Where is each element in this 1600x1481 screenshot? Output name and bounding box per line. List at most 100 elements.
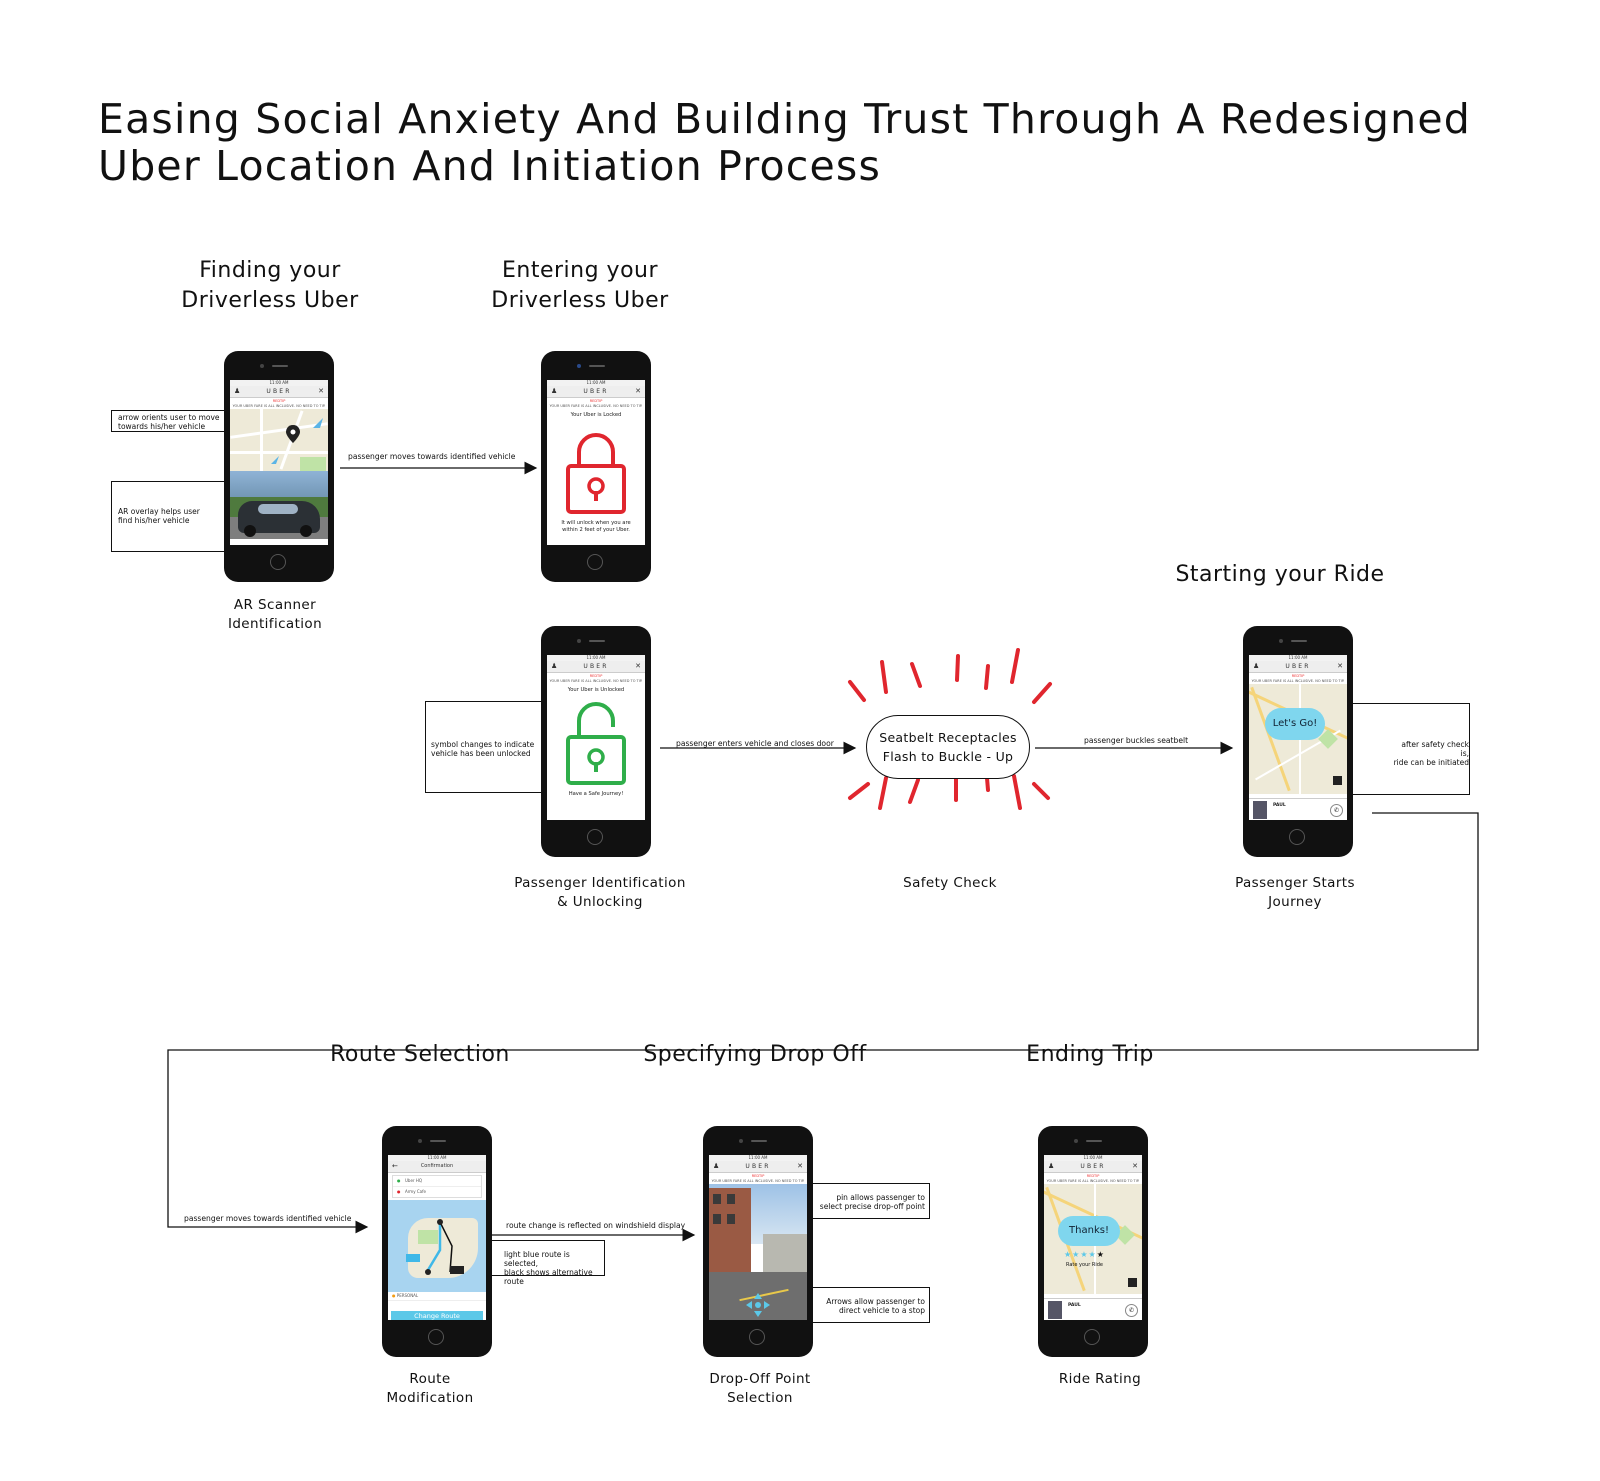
user-icon[interactable]: ♟ [1048,1162,1055,1170]
note-ar-overlay: AR overlay helps user find his/her vehic… [118,507,200,525]
user-icon[interactable]: ♟ [551,662,558,670]
camera [739,1139,743,1143]
promo-text: YOUR UBER FARE IS ALL INCLUSIVE. NO NEED… [232,403,326,408]
flow-label-5: route change is reflected on windshield … [506,1221,686,1230]
close-icon[interactable]: ✕ [1337,662,1343,670]
back-icon[interactable]: ← [392,1162,398,1170]
brand-label: UBER [1080,1163,1106,1170]
map-view[interactable]: Thanks! ★★★★★ Rate your Ride [1044,1184,1142,1294]
ride-type-row[interactable]: ● PERSONAL [388,1292,486,1301]
driver-name: PAUL [1273,803,1286,808]
uber-header: ♟UBER✕ [547,386,645,398]
unlock-hint: It will unlock when you are within 2 fee… [561,520,631,533]
phone-call-icon[interactable]: ✆ [1330,804,1343,817]
change-route-button[interactable]: Change Route [391,1311,483,1320]
driver-name: PAUL [1068,1303,1081,1308]
route-map[interactable] [388,1200,486,1292]
note-arrows-allow: Arrows allow passenger to direct vehicle… [826,1297,925,1315]
thanks-bubble: Thanks! [1058,1216,1120,1246]
promo-label: REDTIP [751,1174,765,1178]
section-route: Route Selection [330,1042,510,1067]
destination-field[interactable]: ●Army Cafe [397,1189,426,1194]
note-arrow-orients: arrow orients user to move towards his/h… [118,413,220,431]
avatar [1048,1301,1062,1319]
flow-label-2: passenger enters vehicle and closes door [676,739,834,748]
user-icon[interactable]: ♟ [234,387,241,395]
avatar [1253,801,1267,819]
caption-route-mod: Route Modification [386,1371,474,1406]
uber-header: ♟ UBER ✕ [1044,1161,1142,1173]
nav-icon[interactable] [1333,776,1342,785]
status-bar: 11:00 AM [547,655,645,661]
section-entering: Entering your Driverless Uber [491,258,669,313]
home-button[interactable] [749,1329,765,1345]
origin-field[interactable]: ●Uber HQ [393,1176,481,1187]
home-button[interactable] [1084,1329,1100,1345]
unlocked-label: Your Uber is Unlocked [567,687,625,693]
caption-safety-check: Safety Check [903,875,997,891]
note-box-arrow: arrow orients user to move towards his/h… [111,410,331,432]
home-button[interactable] [587,829,603,845]
location-pin-icon [286,425,300,443]
origin-label: Uber HQ [405,1178,422,1183]
route-eta-blue [406,1254,420,1262]
user-icon[interactable]: ♟ [1253,662,1260,670]
home-button[interactable] [270,554,286,570]
home-button[interactable] [587,554,603,570]
uber-header: ♟ UBER ✕ [547,661,645,673]
uber-header: ♟ UBER ✕ [709,1161,807,1173]
promo-label: REDTIP [272,399,286,403]
user-icon[interactable]: ♟ [551,387,558,395]
safety-bubble-text: Seatbelt Receptacles Flash to Buckle - U… [879,730,1017,764]
close-icon[interactable]: ✕ [797,1162,803,1170]
lets-go-bubble[interactable]: Let's Go! [1265,708,1325,740]
rating-stars[interactable]: ★★★★★ [1064,1250,1105,1259]
phone-call-icon[interactable]: ✆ [1125,1304,1138,1317]
section-finding: Finding your Driverless Uber [181,258,359,313]
direction-arrows-icon[interactable] [745,1292,771,1318]
speaker [430,1140,446,1142]
page-title: Easing Social Anxiety And Building Trust… [98,95,1471,190]
camera [418,1139,422,1143]
caption-passenger-starts: Passenger Starts Journey [1235,875,1355,910]
note-symbol-changes: symbol changes to indicate vehicle has b… [431,740,535,758]
safety-bubble: Seatbelt Receptacles Flash to Buckle - U… [866,715,1030,779]
phone-route: 11:00 AM ←Confirmation ●Uber HQ ●Army Ca… [382,1126,492,1357]
home-button[interactable] [428,1329,444,1345]
status-bar: 11:00 AM [388,1155,486,1161]
flow-label-3: passenger buckles seatbelt [1084,736,1189,745]
route-lines [425,1219,453,1275]
close-icon[interactable]: ✕ [635,662,641,670]
speaker [589,365,605,367]
street-view[interactable] [709,1184,807,1320]
brand-label: UBER [745,1163,771,1170]
brand-label: UBER [266,388,292,395]
nav-icon[interactable] [1128,1278,1137,1287]
map-view[interactable]: Let's Go! [1249,684,1347,794]
note-after-safety: after safety check is, ride can be initi… [1393,740,1469,767]
home-button[interactable] [1289,829,1305,845]
seatbelt-flash-graphic [848,648,1052,810]
promo-text: YOUR UBER FARE IS ALL INCLUSIVE. NO NEED… [549,678,643,683]
promo-text: YOUR UBER FARE IS ALL INCLUSIVE. NO NEED… [1251,678,1345,683]
driver-card: PAUL ✆ [1044,1298,1142,1320]
camera [577,639,581,643]
user-icon[interactable]: ♟ [713,1162,720,1170]
close-icon[interactable]: ✕ [1132,1162,1138,1170]
close-icon[interactable]: ✕ [318,387,324,395]
close-icon[interactable]: ✕ [635,387,641,395]
brand-label: UBER [583,663,609,670]
map-view[interactable] [230,409,328,471]
note-box-symbol: symbol changes to indicate vehicle has b… [425,701,645,793]
speaker [1086,1140,1102,1142]
ar-camera-view [230,471,328,539]
